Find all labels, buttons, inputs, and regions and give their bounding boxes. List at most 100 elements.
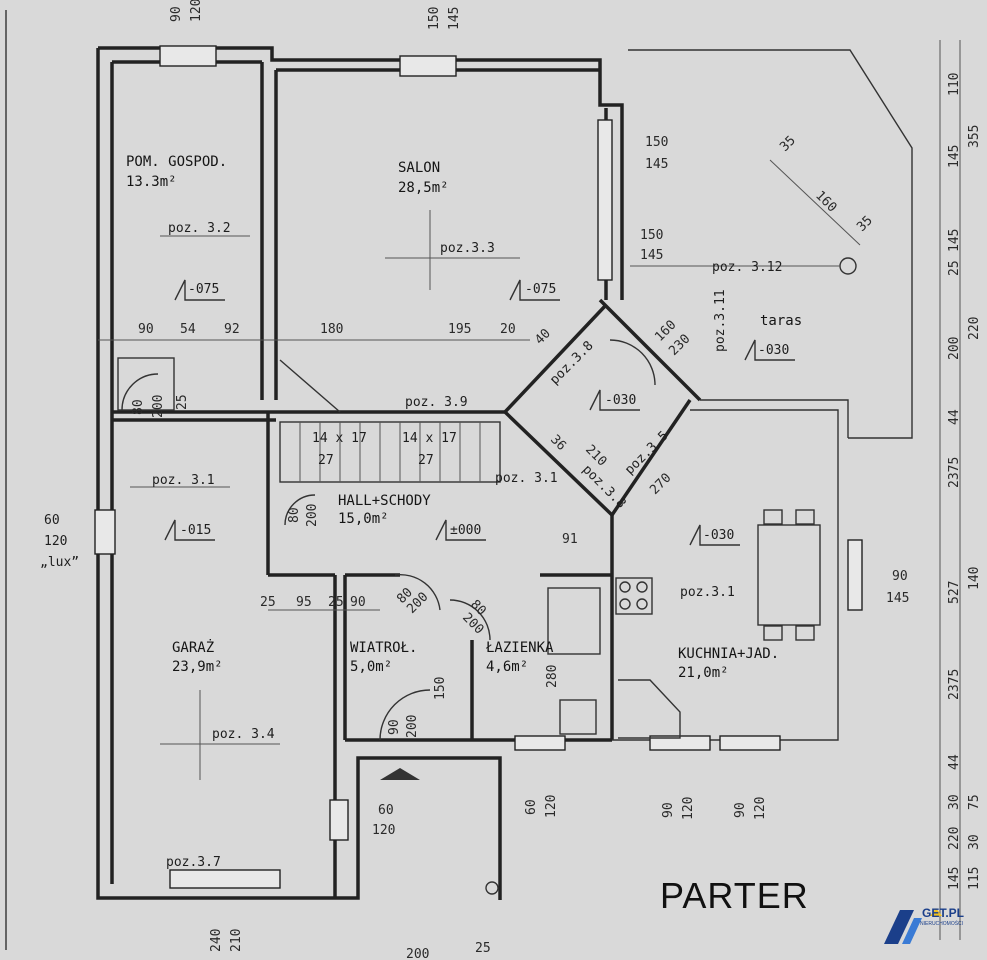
- dim: 36: [547, 432, 569, 454]
- dimension-line: [769, 159, 861, 246]
- poz-label: poz.3.8: [547, 338, 596, 387]
- dim: 200: [305, 504, 320, 527]
- dim: 35: [854, 213, 876, 235]
- window-entry: [329, 799, 349, 841]
- post-icon: [485, 881, 499, 895]
- dim-row: 92: [224, 322, 240, 337]
- window-salon-right: [597, 119, 613, 281]
- room-name: SALON: [398, 160, 440, 176]
- poz-label: poz. 3.9: [405, 395, 468, 410]
- stove: [615, 577, 653, 615]
- dim: 40: [532, 326, 554, 348]
- svg-text:2375: 2375: [947, 457, 962, 488]
- svg-text:30: 30: [967, 834, 982, 850]
- dim: 60: [524, 799, 539, 815]
- poz-label: poz.3.8: [579, 462, 628, 511]
- dim: 270: [647, 471, 674, 498]
- kitchen-counter: [618, 679, 681, 739]
- room-name: ŁAZIENKA: [485, 640, 554, 656]
- window-gospod: [159, 45, 217, 67]
- column-icon: [839, 257, 857, 275]
- room-area: 4,6m²: [486, 659, 528, 675]
- dim: 91: [562, 532, 578, 547]
- diag-wall-4: [610, 399, 692, 516]
- storage-stairs: [117, 357, 175, 411]
- window-salon-top: [399, 55, 457, 77]
- dim: 145: [886, 591, 909, 606]
- dim: 200: [406, 947, 429, 960]
- room-poz: poz.3.11: [713, 289, 728, 352]
- room-poz: poz.3.1: [680, 585, 735, 600]
- svg-text:44: 44: [947, 754, 962, 770]
- dim-top: 90: [169, 6, 184, 22]
- chair: [795, 509, 815, 525]
- terrace-outline: [628, 49, 913, 439]
- dim-row: 54: [180, 322, 196, 337]
- lux-label: „lux”: [40, 555, 79, 570]
- svg-text:220: 220: [967, 317, 982, 340]
- level-label: -030: [605, 393, 636, 408]
- poz-label: poz.3.5: [622, 428, 671, 477]
- dim: 90: [661, 802, 676, 818]
- svg-text:115: 115: [967, 867, 982, 890]
- dim: 120: [544, 795, 559, 818]
- dim: 120: [681, 797, 696, 820]
- window-garage-left: [94, 509, 116, 555]
- room-name: taras: [760, 313, 802, 329]
- room-level: -030: [758, 343, 789, 358]
- dim: 25: [175, 394, 190, 410]
- garage-door: [169, 869, 281, 889]
- dim: 120: [372, 823, 395, 838]
- room-area: 28,5m²: [398, 180, 449, 196]
- diag-wall-3: [503, 410, 614, 517]
- dim: 150: [645, 135, 668, 150]
- burner: [619, 581, 631, 593]
- dim: 80: [287, 507, 302, 523]
- room-area: 23,9m²: [172, 659, 223, 675]
- room-poz: poz.3.3: [440, 241, 495, 256]
- door-wiatrol-arc: [394, 573, 441, 611]
- dim-row: 25: [328, 595, 344, 610]
- diag-wall-1: [503, 303, 608, 414]
- svg-text:145: 145: [947, 145, 962, 168]
- chair: [763, 625, 783, 641]
- door-hall-arc: [284, 494, 316, 526]
- stair-diagonal: [279, 359, 341, 413]
- dim: 210: [229, 929, 244, 952]
- dim: 25: [475, 941, 491, 956]
- room-name: HALL+SCHODY: [338, 493, 431, 509]
- room-name: KUCHNIA+JAD.: [678, 646, 779, 662]
- dim: 280: [545, 665, 560, 688]
- dim: 80: [131, 399, 146, 415]
- stair-treads: [299, 422, 481, 482]
- bathtub: [547, 587, 601, 655]
- dim: 240: [209, 929, 224, 952]
- dim-label: 120: [44, 534, 67, 549]
- svg-text:110: 110: [947, 73, 962, 96]
- entrance-arrow-icon: [380, 768, 420, 780]
- room-area: 21,0m²: [678, 665, 729, 681]
- window-kitchen-right: [847, 539, 863, 611]
- svg-text:220: 220: [947, 827, 962, 850]
- dim: 150: [640, 228, 663, 243]
- window-kitchen-bottom-b: [719, 735, 781, 751]
- logo-name: GET.PL: [922, 906, 965, 920]
- room-level: -075: [525, 282, 556, 297]
- logo-icon: [884, 908, 942, 944]
- svg-text:44: 44: [947, 409, 962, 425]
- room-level: ±000: [450, 523, 481, 538]
- stairs: [279, 421, 501, 483]
- room-area: 5,0m²: [350, 659, 392, 675]
- chair: [763, 509, 783, 525]
- stairs-label: 27: [418, 453, 434, 468]
- room-area: 15,0m²: [338, 511, 389, 527]
- dim-top: 145: [447, 7, 462, 30]
- door-lazienka-arc: [449, 599, 491, 641]
- dim-row: 20: [500, 322, 516, 337]
- logo-sub: NIERUCHOMOŚCI: [920, 921, 964, 927]
- wc: [559, 699, 597, 735]
- dim: 60: [378, 803, 394, 818]
- terrace-inner: [700, 399, 849, 438]
- dim-row: 180: [320, 322, 343, 337]
